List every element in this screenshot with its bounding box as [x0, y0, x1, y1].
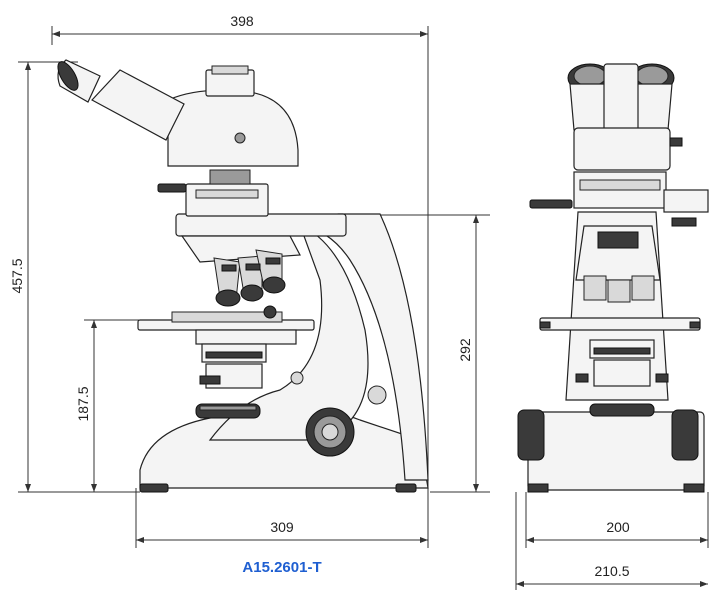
dim-total-height: 457.5	[9, 258, 25, 293]
side-view-microscope	[57, 59, 429, 493]
model-label: A15.2601-T	[242, 559, 321, 576]
dim-front-total-width: 210.5	[594, 563, 629, 579]
dimension-lines	[18, 26, 709, 590]
dim-front-width: 200	[606, 519, 630, 535]
front-view-microscope	[517, 63, 709, 493]
dim-arm-height: 292	[457, 338, 473, 362]
dim-total-width: 398	[230, 13, 254, 29]
dim-base-length: 309	[270, 519, 294, 535]
dim-stage-height: 187.5	[75, 386, 91, 421]
